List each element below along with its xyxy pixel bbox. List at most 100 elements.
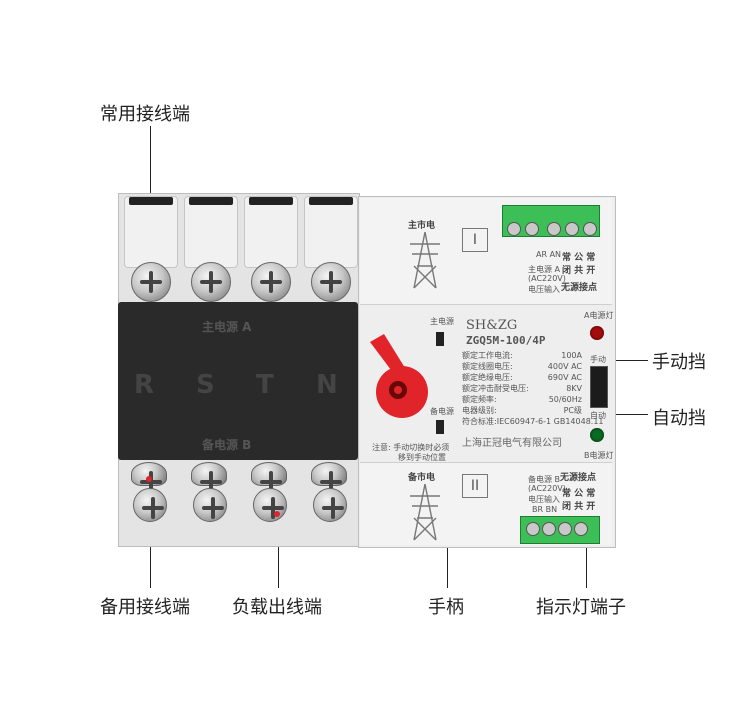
lamp-a-led (590, 326, 604, 340)
top-clip-s (184, 196, 238, 268)
backup-source-window (436, 420, 444, 434)
spec-label: 额定冲击耐受电压: (462, 384, 529, 393)
bottom-dry-contact: 无源接点 (560, 473, 597, 483)
handle-callout: 手柄 (428, 597, 464, 618)
backup-grid-label: 备市电 (408, 473, 436, 483)
phase-label-n: N (316, 370, 338, 400)
spec-value: 8KV (566, 384, 582, 393)
roman-two-box: II (462, 474, 488, 498)
brand-name: SH&ZG (466, 318, 518, 333)
main-screw-t (251, 262, 291, 302)
backup-tower-icon (410, 483, 440, 541)
spec-row: 额定工作电流: 100A (462, 350, 582, 361)
load-terminal-callout: 负载出线端 (232, 597, 322, 618)
bottom-terminal-screw-2 (542, 522, 556, 536)
indicator-terminal-callout: 指示灯端子 (536, 597, 626, 618)
bottom-br-bn: BR BN (532, 505, 558, 514)
load-screw-s (193, 488, 227, 522)
switch-handle[interactable] (366, 334, 432, 430)
handle-shape (370, 334, 428, 418)
lamp-b-label: B电源灯 (584, 451, 614, 460)
manual-mode-callout: 手动挡 (652, 352, 706, 373)
top-contacts2: 闭 共 开 (562, 266, 596, 276)
backup-screw-r (131, 462, 167, 493)
load-terminal-leader (278, 515, 279, 588)
lamp-b-led (590, 428, 604, 442)
main-tower-icon (410, 231, 440, 289)
top-terminal-screw-1 (507, 222, 521, 236)
bottom-contacts2: 闭 共 开 (562, 502, 596, 512)
main-power-a-label: 主电源 A (202, 320, 252, 334)
main-screw-r (131, 262, 171, 302)
spec-label: 额定绝缘电压: (462, 373, 513, 382)
spec-label: 额定工作电流: (462, 351, 513, 360)
load-red-dot (274, 511, 280, 517)
spec-label: 额定线圈电压: (462, 362, 513, 371)
spec-row: 额定冲击耐受电压: 8KV (462, 383, 582, 394)
spec-value: 400V AC (547, 362, 582, 371)
top-terminal-screw-5 (583, 222, 597, 236)
main-grid-label: 主市电 (408, 221, 436, 231)
roman-one: I (472, 232, 478, 248)
main-terminal-callout: 常用接线端 (100, 104, 190, 125)
spec-row: 电器级别: PC级 (462, 405, 582, 416)
bottom-terminal-screw-1 (526, 522, 540, 536)
bottom-terminal-screw-4 (574, 522, 588, 536)
bottom-contacts: 常 公 常 (562, 489, 596, 499)
backup-terminal-callout: 备用接线端 (100, 597, 190, 618)
note-line2: 移到手动位置 (398, 453, 446, 462)
spec-value: 100A (561, 351, 582, 360)
spec-row: 额定频率:50/60Hz (462, 394, 582, 405)
spec-row: 额定绝缘电压: 690V AC (462, 372, 582, 383)
backup-power-b-label: 备电源 B (202, 438, 252, 452)
main-source-label: 主电源 (430, 317, 454, 326)
model-number: ZGQ5M-100/4P (466, 334, 546, 347)
load-screw-r (133, 488, 167, 522)
top-clip-n (304, 196, 358, 268)
backup-screw-t (251, 462, 287, 493)
spec-label: 电器级别: (462, 406, 497, 415)
lamp-a-label: A电源灯 (584, 311, 614, 320)
bottom-terminal-screw-3 (558, 522, 572, 536)
manual-mode-leader (610, 360, 648, 361)
bottom-src-b-l1: 备电源 B (528, 475, 561, 484)
load-screw-t (253, 488, 287, 522)
top-clip-t (244, 196, 298, 268)
main-screw-s (191, 262, 231, 302)
spec-label: 符合标准: (462, 417, 497, 426)
bottom-src-b-l3: 电压输入 (528, 495, 560, 504)
mode-switch[interactable] (590, 366, 608, 408)
spec-row: 符合标准:IEC60947-6-1 GB14048.11 (462, 416, 604, 427)
manual-small-label: 手动 (590, 355, 606, 364)
load-screw-n (313, 488, 347, 522)
phase-label-s: S (196, 370, 215, 400)
backup-red-dot (146, 476, 152, 482)
phase-label-t: T (256, 370, 274, 400)
indicator-terminal-leader (586, 538, 587, 588)
phase-label-r: R (134, 370, 155, 400)
roman-two: II (470, 478, 480, 494)
top-src-a-l1: 主电源 A (528, 265, 561, 274)
spec-value: PC级 (563, 406, 582, 415)
spec-value: IEC60947-6-1 GB14048.11 (496, 417, 604, 426)
top-terminal-screw-3 (547, 222, 561, 236)
spec-value: 690V AC (547, 373, 582, 382)
auto-small-label: 自动 (590, 411, 606, 420)
auto-mode-leader (610, 414, 648, 415)
main-screw-n (311, 262, 351, 302)
manufacturer: 上海正冠电气有限公司 (462, 438, 562, 449)
top-contacts: 常 公 常 (562, 253, 596, 263)
top-src-a-l2: (AC220V) (528, 274, 566, 283)
top-terminal-screw-2 (525, 222, 539, 236)
roman-one-box: I (462, 228, 488, 252)
note-line1: 注意: 手动切换时必须 (372, 443, 450, 452)
bottom-src-b-l2: (AC220V) (528, 484, 566, 493)
backup-screw-s (191, 462, 227, 493)
top-clip-r (124, 196, 178, 268)
phase-panel: 主电源 A R S T N 备电源 B (118, 302, 358, 460)
backup-source-label: 备电源 (430, 407, 454, 416)
top-terminal-screw-4 (565, 222, 579, 236)
auto-mode-callout: 自动挡 (652, 408, 706, 429)
main-source-window (436, 332, 444, 346)
